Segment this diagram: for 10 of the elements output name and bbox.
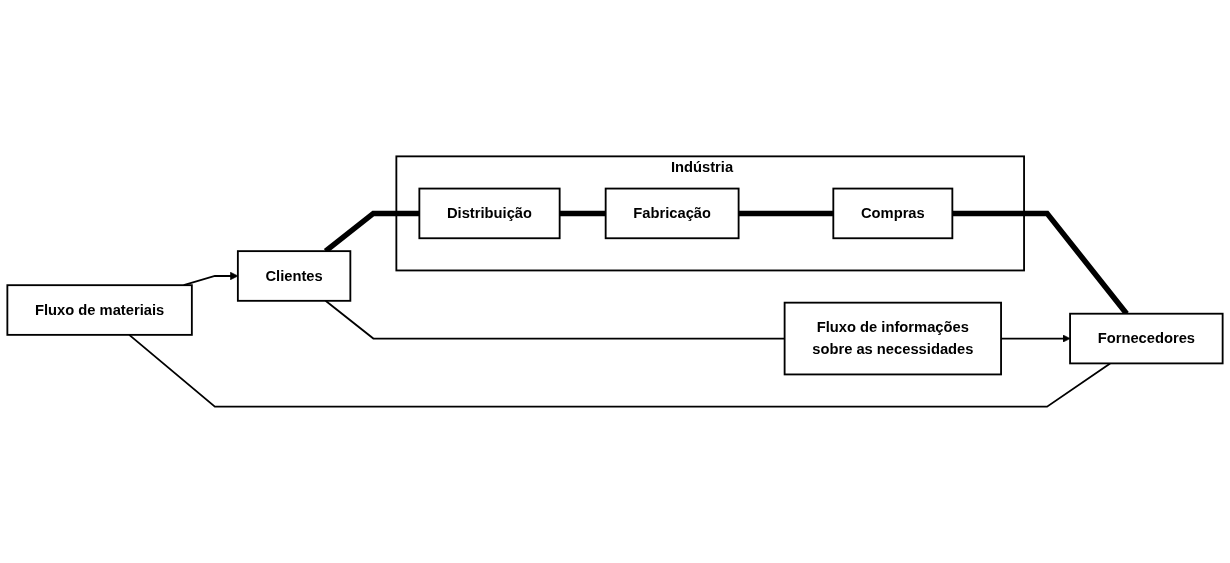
node-box: Distribuição [418,187,561,240]
node-box: Fluxo de materiais [6,284,193,336]
connector [738,210,834,217]
connector [559,210,606,217]
node-box: Fabricação [604,187,740,240]
node-box: Fluxo de informações sobre as necessidades [783,301,1002,376]
node-box: Fornecedores [1069,312,1224,365]
connector [128,333,1112,408]
node-box: Clientes [236,250,352,302]
node-box: Compras [832,187,954,240]
